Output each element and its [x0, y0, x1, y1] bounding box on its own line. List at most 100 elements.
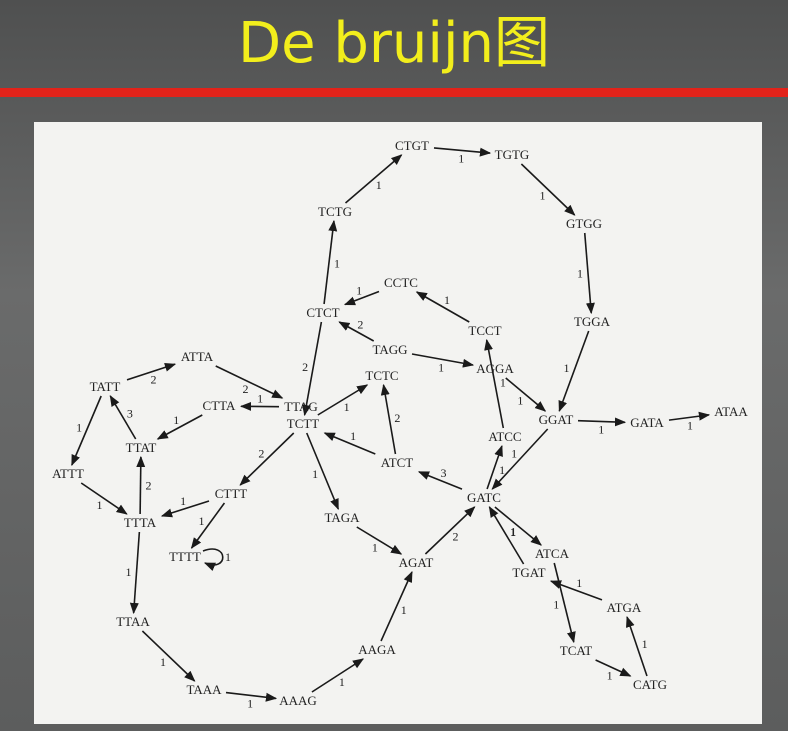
- node-aaag: AAAG: [279, 693, 317, 708]
- node-ctta: CTTA: [203, 398, 237, 413]
- node-tgtg: TGTG: [495, 147, 530, 162]
- slide-title: De bruijn图: [237, 11, 551, 76]
- edge-aaga-agat-weight: 1: [401, 603, 407, 617]
- edge-ttag-ctta-weight: 1: [257, 392, 263, 406]
- edge-cctc-ctct: [343, 290, 380, 306]
- node-tctt: TCTT: [287, 416, 320, 431]
- edge-tatt-atta: [126, 363, 177, 381]
- edge-tgat-gatc-weight: 1: [510, 524, 516, 538]
- node-gata: GATA: [630, 415, 664, 430]
- edge-taaa-aaag-weight: 1: [247, 696, 253, 710]
- node-taga: TAGA: [324, 510, 360, 525]
- node-gatc: GATC: [467, 490, 501, 505]
- edge-tttt-tttt-weight: 1: [225, 550, 231, 564]
- edge-tatt-atta-weight: 2: [150, 373, 156, 387]
- edge-tctg-ctgt: [344, 154, 403, 204]
- node-ctct: CTCT: [306, 305, 339, 320]
- edge-atct-tctt: [323, 432, 376, 455]
- edge-ggat-gata: [577, 417, 627, 427]
- edge-ctta-ttat-weight: 1: [173, 413, 179, 427]
- edge-cttt-tttt: [190, 502, 226, 549]
- title-divider: [0, 88, 788, 97]
- node-taaa: TAAA: [186, 682, 222, 697]
- node-tctg: TCTG: [318, 204, 352, 219]
- edge-ttaa-taaa: [141, 630, 196, 682]
- edge-atct-tctt-weight: 1: [350, 429, 356, 443]
- node-atta: ATTA: [181, 349, 214, 364]
- edge-tagg-agga-weight: 1: [438, 360, 444, 374]
- node-agga: AGGA: [476, 361, 514, 376]
- edge-taaa-aaag: [225, 691, 278, 702]
- node-atga: ATGA: [607, 600, 642, 615]
- edge-aaag-aaga: [311, 658, 364, 693]
- edge-atga-tgat-weight: 1: [576, 576, 582, 590]
- edge-gatc-atct-weight: 3: [440, 466, 446, 480]
- edge-tcat-catg-weight: 1: [607, 668, 613, 682]
- edge-ctct-tctg-weight: 1: [334, 256, 340, 270]
- edge-tctt-taga-weight: 1: [312, 467, 318, 481]
- edge-tctt-cttt: [239, 432, 295, 486]
- edge-gatc-atca-weight: 1: [510, 525, 516, 539]
- node-catg: CATG: [633, 677, 667, 692]
- edge-ggat-gatc-weight: 1: [511, 447, 517, 461]
- edge-atct-tctc: [380, 383, 397, 455]
- edge-atta-ttag: [215, 365, 284, 399]
- edge-ttta-ttat-weight: 2: [145, 479, 151, 493]
- edge-ctta-ttat: [156, 414, 203, 440]
- edge-cttt-tttt-weight: 1: [199, 514, 205, 528]
- edge-ctct-tctt: [302, 321, 323, 417]
- edge-atcc-tcct: [484, 338, 505, 429]
- node-ttaa: TTAA: [116, 614, 150, 629]
- edge-taga-agat: [356, 526, 403, 555]
- edge-ttta-ttat: [136, 455, 146, 515]
- node-tgga: TGGA: [574, 314, 611, 329]
- node-ctgt: CTGT: [395, 138, 429, 153]
- node-atcc: ATCC: [488, 429, 521, 444]
- edge-tctt-taga: [305, 432, 340, 511]
- edge-tagg-agga: [411, 353, 475, 368]
- edge-cttt-ttta-weight: 1: [180, 494, 186, 508]
- edge-tatt-attt: [71, 395, 102, 467]
- node-agat: AGAT: [399, 555, 434, 570]
- edge-tctt-cttt-weight: 2: [258, 446, 264, 460]
- edge-gatc-atcc: [486, 444, 503, 490]
- node-tctc: TCTC: [365, 368, 398, 383]
- node-aaga: AAGA: [358, 642, 396, 657]
- node-cctc: CCTC: [384, 275, 418, 290]
- edge-gatc-atct: [417, 471, 463, 490]
- edge-taga-agat-weight: 1: [372, 540, 378, 554]
- node-ttta: TTTA: [124, 515, 157, 530]
- edge-tgat-gatc: [488, 506, 525, 565]
- edge-ctgt-tgtg-weight: 1: [458, 151, 464, 165]
- edge-atca-tcat-weight: 1: [553, 597, 559, 611]
- edge-atca-tcat: [553, 562, 576, 644]
- edge-ttta-ttaa-weight: 1: [126, 565, 132, 579]
- edge-agat-gatc-weight: 2: [453, 529, 459, 543]
- edge-agga-ggat: [505, 377, 547, 412]
- edge-catg-atga-weight: 1: [642, 637, 648, 651]
- edge-gata-ataa-weight: 1: [687, 418, 693, 432]
- edge-attt-ttta: [80, 482, 128, 515]
- node-atca: ATCA: [535, 546, 570, 561]
- edge-ttta-ttaa: [129, 531, 141, 615]
- edge-ggat-gata-weight: 1: [598, 422, 604, 436]
- edge-tgtg-gtgg: [520, 163, 576, 216]
- node-attt: ATTT: [52, 466, 84, 481]
- edge-agat-gatc: [424, 506, 476, 555]
- edge-tttt-tttt: [202, 548, 224, 572]
- node-ggat: GGAT: [539, 412, 574, 427]
- edge-tcat-catg: [595, 659, 632, 677]
- edge-ggat-gatc: [491, 428, 549, 490]
- edge-cctc-ctct-weight: 1: [356, 284, 362, 298]
- edge-gata-ataa: [668, 411, 711, 421]
- edge-aaga-agat: [380, 570, 413, 642]
- edge-tgtg-gtgg-weight: 1: [539, 188, 545, 202]
- edge-ttaa-taaa-weight: 1: [160, 655, 166, 669]
- edge-catg-atga: [626, 615, 648, 677]
- edge-agga-ggat-weight: 1: [517, 394, 523, 408]
- edge-atct-tctc-weight: 2: [394, 411, 400, 425]
- edge-tctt-tctc-weight: 1: [344, 400, 350, 414]
- edge-ctgt-tgtg: [433, 147, 492, 157]
- edge-gatc-atcc-weight: 1: [499, 463, 505, 477]
